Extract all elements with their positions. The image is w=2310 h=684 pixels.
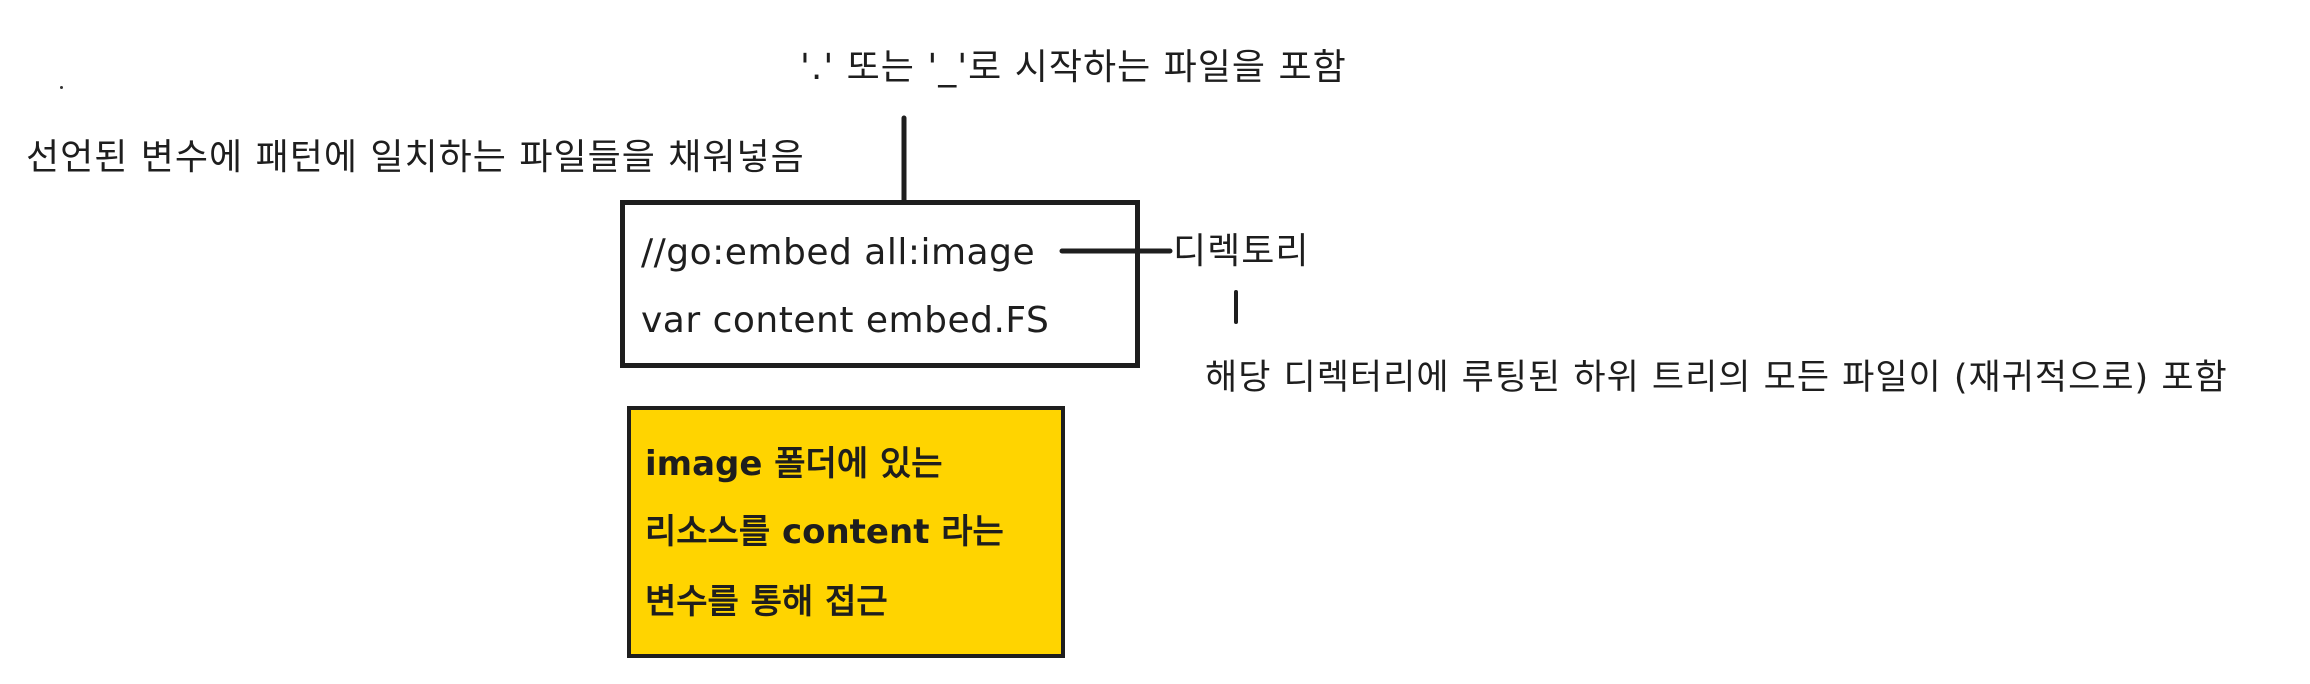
explanation-line-3: 변수를 통해 접근: [645, 582, 888, 622]
annotation-fill-variable: 선언된 변수에 패턴에 일치하는 파일들을 채워넣음: [26, 137, 805, 178]
code-embed-directive: //go:embed all:image: [641, 232, 1036, 273]
annotation-hidden-files: '.' 또는 '_'로 시작하는 파일을 포함: [800, 47, 1347, 88]
stray-dot: [60, 86, 63, 89]
explanation-line-1: image 폴더에 있는: [645, 444, 943, 484]
code-box: //go:embed all:image var content embed.F…: [620, 200, 1140, 368]
annotation-recursive: 해당 디렉터리에 루팅된 하위 트리의 모든 파일이 (재귀적으로) 포함: [1205, 358, 2228, 398]
annotation-directory: 디렉토리: [1173, 231, 1310, 272]
explanation-line-2: 리소스를 content 라는: [645, 512, 1004, 552]
code-var-declaration: var content embed.FS: [641, 300, 1050, 341]
explanation-box: image 폴더에 있는 리소스를 content 라는 변수를 통해 접근: [627, 406, 1065, 658]
